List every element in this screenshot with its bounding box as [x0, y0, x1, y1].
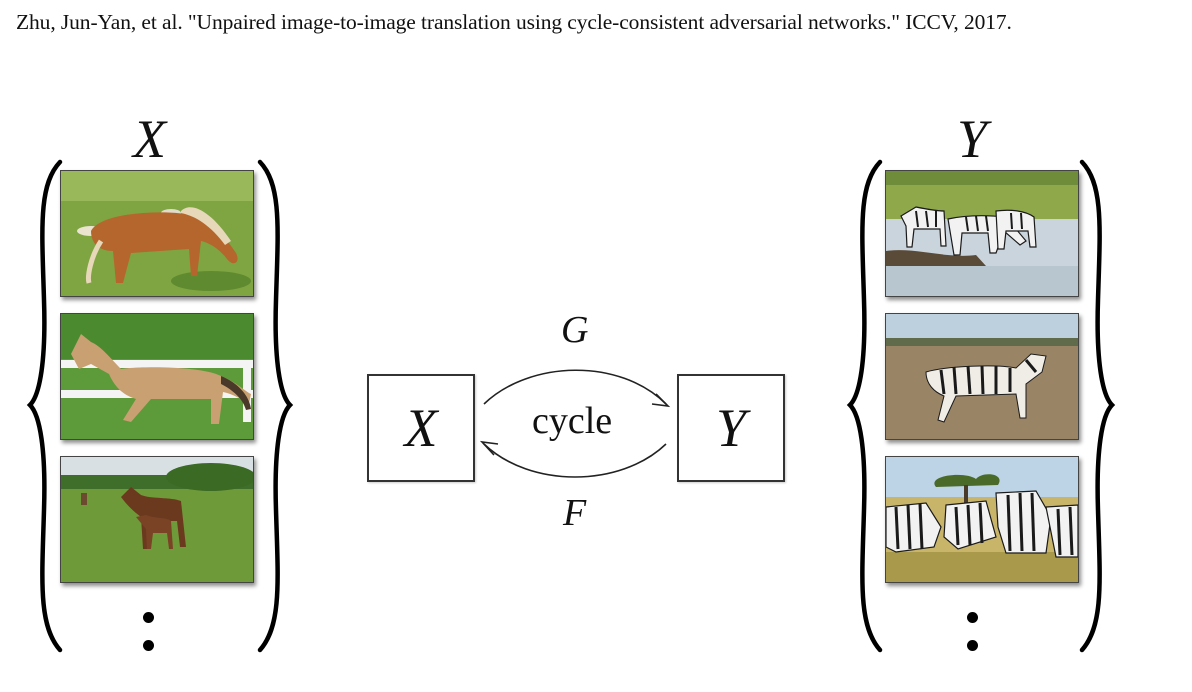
- forward-mapping-label: G: [561, 309, 589, 351]
- source-set-label: X: [133, 109, 166, 169]
- walking-zebra-photo: [885, 313, 1079, 440]
- trotting-horse-photo: [60, 313, 254, 440]
- zebra-herd-photo: [885, 456, 1079, 583]
- backward-mapping-label: F: [563, 492, 587, 534]
- source-domain-box: X: [367, 374, 475, 482]
- mare-and-foal-photo: [60, 456, 254, 583]
- zebras-at-water-photo: [885, 170, 1079, 297]
- target-set-label: Y: [957, 109, 988, 169]
- cycle-label: cycle: [532, 400, 613, 442]
- citation-text: Zhu, Jun-Yan, et al. "Unpaired image-to-…: [16, 10, 1012, 34]
- grazing-horse-photo: [60, 170, 254, 297]
- target-domain-box: Y: [677, 374, 785, 482]
